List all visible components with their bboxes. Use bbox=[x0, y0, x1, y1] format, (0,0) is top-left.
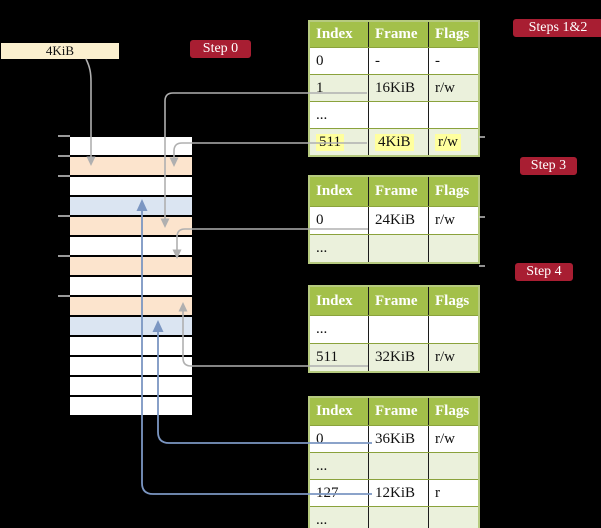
memory-row-12 bbox=[70, 357, 192, 375]
memory-tick bbox=[58, 135, 70, 137]
table-cell: 0 bbox=[316, 212, 324, 228]
table-cell: 4KiB bbox=[368, 129, 428, 155]
step-label-3: Step 3 bbox=[519, 156, 578, 176]
memory-row-11 bbox=[70, 337, 192, 355]
table-cell: ... bbox=[316, 511, 328, 528]
table-header-cell: Frame bbox=[368, 287, 428, 315]
table-cell: 127 bbox=[316, 484, 339, 501]
table-header-cell: Index bbox=[316, 403, 353, 419]
table-cell: r/w bbox=[428, 75, 478, 101]
table-row: 0 -- bbox=[310, 47, 478, 74]
table-cell bbox=[428, 316, 478, 343]
memory-row-10 bbox=[70, 317, 192, 335]
table-cell: r/w bbox=[428, 426, 478, 452]
highlighted-value: 511 bbox=[316, 133, 344, 151]
highlighted-value: 4KiB bbox=[375, 133, 414, 151]
table-cell: ... bbox=[316, 106, 328, 123]
memory-row-1 bbox=[70, 137, 192, 155]
table-header-cell: Index bbox=[316, 26, 353, 42]
table-cell: r bbox=[428, 480, 478, 506]
table-cell: 0 bbox=[316, 52, 324, 69]
memory-tick bbox=[58, 155, 70, 157]
highlighted-value: r/w bbox=[435, 133, 461, 151]
memory-row-5 bbox=[70, 217, 192, 235]
table-cell bbox=[368, 453, 428, 479]
frame-size-label: 4KiB bbox=[1, 43, 119, 59]
table-header-cell: Index bbox=[316, 183, 353, 199]
memory-row-3 bbox=[70, 177, 192, 195]
table-row: 511 4KiB r/w bbox=[310, 128, 478, 155]
table-header-cell: Frame bbox=[368, 22, 428, 47]
table-header-cell: Flags bbox=[428, 22, 478, 47]
table-header-cell: Frame bbox=[368, 177, 428, 206]
table-cell: ... bbox=[316, 457, 328, 474]
table-row: ... bbox=[310, 234, 478, 262]
table-cell: 511 bbox=[310, 129, 368, 155]
step-label-0: Step 0 bbox=[189, 39, 252, 59]
table-cell bbox=[428, 507, 478, 528]
table-header-cell: Flags bbox=[428, 398, 478, 425]
table-cell: 1 bbox=[316, 79, 324, 96]
table-cell: r/w bbox=[428, 344, 478, 371]
memory-tick bbox=[58, 215, 70, 217]
table-row: ... bbox=[310, 315, 478, 343]
table-cell: 36KiB bbox=[368, 426, 428, 452]
table-cell: 24KiB bbox=[368, 207, 428, 234]
table-cell bbox=[368, 235, 428, 262]
table-header-cell: Flags bbox=[428, 287, 478, 315]
table-cell bbox=[368, 507, 428, 528]
table-cell bbox=[428, 453, 478, 479]
memory-row-8 bbox=[70, 277, 192, 295]
table-cell bbox=[428, 102, 478, 128]
memory-tick bbox=[58, 255, 70, 257]
table-row: ... bbox=[310, 452, 478, 479]
table-cell bbox=[428, 235, 478, 262]
table-cell: - bbox=[368, 48, 428, 74]
memory-tick bbox=[58, 295, 70, 297]
memory-row-2 bbox=[70, 157, 192, 175]
table-cell: 32KiB bbox=[368, 344, 428, 371]
table-cell: r/w bbox=[428, 207, 478, 234]
table-row: ... bbox=[310, 506, 478, 528]
table-cell bbox=[368, 316, 428, 343]
table-cell: ... bbox=[316, 240, 328, 256]
table-cell: - bbox=[428, 48, 478, 74]
table-cell: 511 bbox=[316, 349, 338, 365]
memory-row-7 bbox=[70, 257, 192, 275]
memory-row-6 bbox=[70, 237, 192, 255]
table-cell bbox=[368, 102, 428, 128]
table-header-cell: Frame bbox=[368, 398, 428, 425]
table-header-cell: Flags bbox=[428, 177, 478, 206]
table-row: ... bbox=[310, 101, 478, 128]
table-cell: 0 bbox=[316, 430, 324, 447]
memory-row-9 bbox=[70, 297, 192, 315]
table-cell: 12KiB bbox=[368, 480, 428, 506]
table-header-cell: Index bbox=[316, 292, 353, 309]
step-label-4: Step 4 bbox=[514, 262, 574, 282]
memory-row-13 bbox=[70, 377, 192, 395]
table-cell: 16KiB bbox=[368, 75, 428, 101]
step-label-1-2: Steps 1&2 bbox=[512, 18, 601, 38]
memory-tick bbox=[58, 175, 70, 177]
physical-memory-column bbox=[70, 137, 192, 417]
table-cell: r/w bbox=[428, 129, 478, 155]
memory-row-4 bbox=[70, 197, 192, 215]
table-cell: ... bbox=[316, 321, 328, 337]
memory-row-14 bbox=[70, 397, 192, 415]
